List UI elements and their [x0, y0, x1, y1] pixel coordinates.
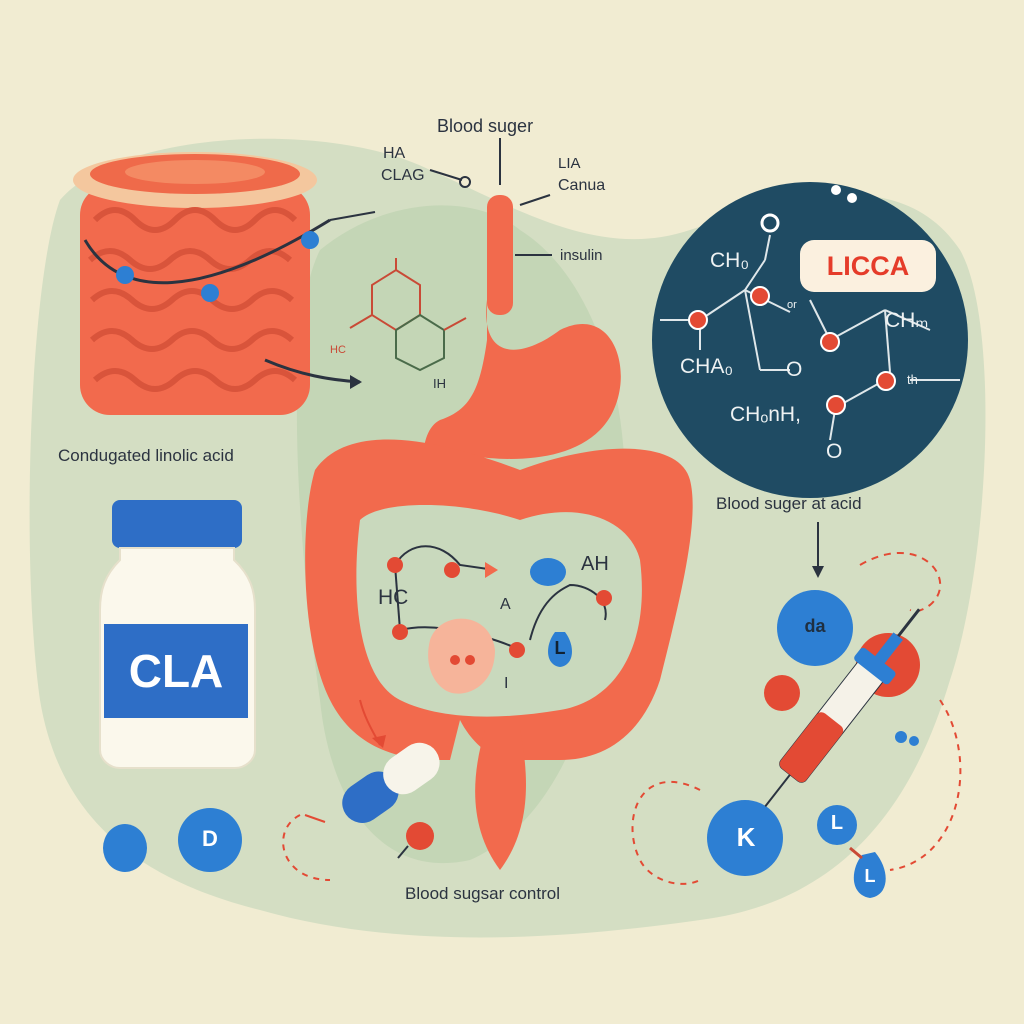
blue-dot-2 [909, 736, 919, 746]
atom-red-5 [826, 395, 846, 415]
blue-dot-1 [895, 731, 907, 743]
ball-letter-l1: L [830, 812, 844, 834]
stomach [423, 195, 621, 480]
blue-ball-small [103, 824, 147, 872]
label-clag: CLAG [381, 167, 425, 184]
atom-red-3 [820, 332, 840, 352]
circle-label-ch-b: CHₘ [885, 309, 929, 332]
red-ball-bottom-stick [397, 845, 409, 859]
label-hc-center: HC [378, 586, 409, 609]
label-lia: LIA [558, 155, 581, 172]
capsule [342, 742, 440, 823]
label-a-center: A [500, 596, 511, 613]
pointer-clag-dot [459, 176, 471, 188]
blue-ball-l1 [817, 805, 857, 845]
dashed-curve-right [889, 699, 962, 871]
label-ih: IH [433, 376, 446, 391]
circle-label-o-b: O [826, 440, 843, 463]
ball-letter-k: K [736, 822, 756, 852]
circle-label-ch-a: CH₀ [710, 249, 750, 272]
ball-letter-l3: L [554, 638, 566, 658]
label-canua: Canua [558, 177, 606, 194]
label-i-center: I [504, 675, 509, 692]
center-molecule [387, 545, 612, 694]
decor-dot-2 [847, 193, 857, 203]
inner-loop [356, 505, 642, 717]
label-insulin: insulin [560, 247, 603, 264]
circle-label-oh: th [907, 372, 918, 387]
blue-ball-d [178, 808, 242, 872]
pointer-canua [519, 194, 551, 206]
label-blood-sugar-acid: Blood suger at acid [716, 494, 862, 513]
circle-label-ch-c: CHA₀ [680, 355, 734, 378]
atom-red-4 [876, 371, 896, 391]
arrow-down-head [812, 566, 824, 578]
blue-drop-l2 [853, 852, 886, 898]
small-molecule [349, 258, 467, 372]
dashed-arc-right [859, 552, 942, 613]
dashed-arc-left [282, 814, 331, 881]
atom-white-1 [760, 213, 780, 233]
ball-letter-da: da [804, 616, 826, 636]
blue-ball-k [707, 800, 783, 876]
syringe [764, 608, 921, 807]
label-hc-small: HC [330, 344, 346, 356]
red-ball-bottom [406, 822, 434, 850]
blue-ball-da [777, 590, 853, 666]
circle-label-o-a: O [786, 358, 803, 381]
label-conjugated-linoleic-acid: Condugated linolic acid [58, 446, 234, 465]
tissue-block [73, 152, 376, 415]
licca-badge: LICCA [800, 240, 936, 292]
circle-label-ch-d: CHₒnH, [730, 403, 801, 426]
decor-dot-1 [831, 185, 841, 195]
pointer-clag [429, 169, 463, 181]
ball-letter-d: D [202, 826, 218, 851]
circle-label-or: or [787, 299, 797, 311]
small-dash-arrow [304, 814, 326, 823]
label-blood-sugar-top: Blood suger [437, 116, 534, 136]
tissue-arrowhead [350, 375, 362, 389]
arrowhead-capsule [372, 735, 386, 748]
dashed-curve-bottom [631, 781, 701, 885]
drop-stick [849, 846, 863, 860]
label-ha: HA [383, 145, 406, 162]
red-ball-medium [764, 675, 800, 711]
label-ah: AH [581, 553, 609, 575]
atom-red-1 [688, 310, 708, 330]
ball-letter-l2: L [864, 866, 876, 886]
atom-red-2 [750, 286, 770, 306]
label-blood-sugar-control: Blood sugsar control [405, 884, 560, 903]
bottle-label-cla: CLA [104, 624, 248, 718]
